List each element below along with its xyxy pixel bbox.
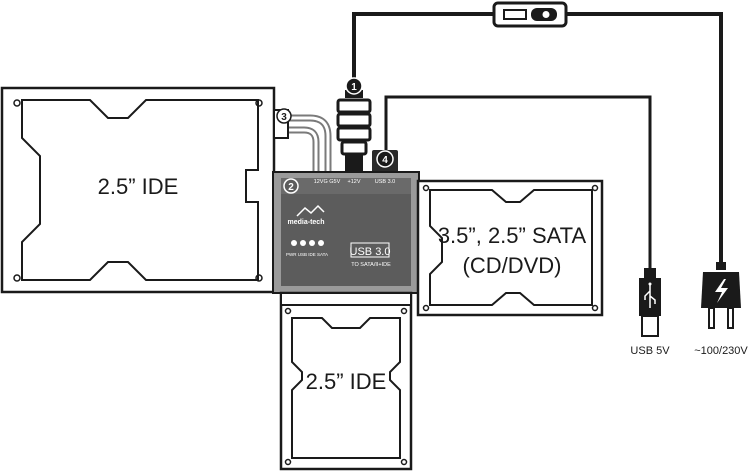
molex-wire-2-inner xyxy=(285,128,318,172)
usb-badge-box xyxy=(350,242,390,258)
molex-wire xyxy=(285,114,332,172)
usb-badge-title: USB 3.0 xyxy=(350,246,391,258)
molex-wire-2 xyxy=(285,126,320,172)
left-ide-drive xyxy=(0,86,289,294)
callout-3: 3 xyxy=(276,108,292,124)
adapter-port-label-2: +12V xyxy=(348,179,361,185)
svg-text:4: 4 xyxy=(382,155,388,166)
usb-plug-icon xyxy=(639,268,661,337)
brand-text: media-tech xyxy=(288,219,325,226)
svg-text:3: 3 xyxy=(281,112,287,123)
svg-text:2: 2 xyxy=(288,182,294,193)
callout-4: 4 xyxy=(376,150,394,168)
leds-label: PWR USB IDE SATA xyxy=(286,252,328,257)
status-leds xyxy=(291,240,324,246)
adapter xyxy=(272,171,420,294)
power-plug-icon xyxy=(701,262,741,329)
power-switch xyxy=(492,1,568,28)
callout-2: 2 xyxy=(283,178,299,194)
sata-label-line1: 3.5”, 2.5” SATA xyxy=(438,223,587,248)
power-plug-label: ~100/230V xyxy=(694,345,748,357)
adapter-port-label-1: 12VG G5V xyxy=(314,179,341,185)
power-connector xyxy=(336,90,372,172)
bottom-ide-label: 2.5” IDE xyxy=(306,369,387,394)
sata-label-line2: (CD/DVD) xyxy=(463,253,562,278)
callout-1: 1 xyxy=(345,77,363,95)
usb-plug-label: USB 5V xyxy=(630,345,670,357)
usb-badge-sub: TO SATA/II+IDE xyxy=(351,262,391,268)
left-ide-label: 2.5” IDE xyxy=(98,174,179,199)
adapter-port-label-3: USB 3.0 xyxy=(375,179,395,185)
sata-drive xyxy=(416,179,604,317)
svg-text:1: 1 xyxy=(351,82,357,93)
usb-cable xyxy=(384,95,652,268)
molex-wire-inner xyxy=(285,116,330,172)
bottom-ide-drive xyxy=(279,291,413,471)
brand-logo xyxy=(296,204,325,217)
